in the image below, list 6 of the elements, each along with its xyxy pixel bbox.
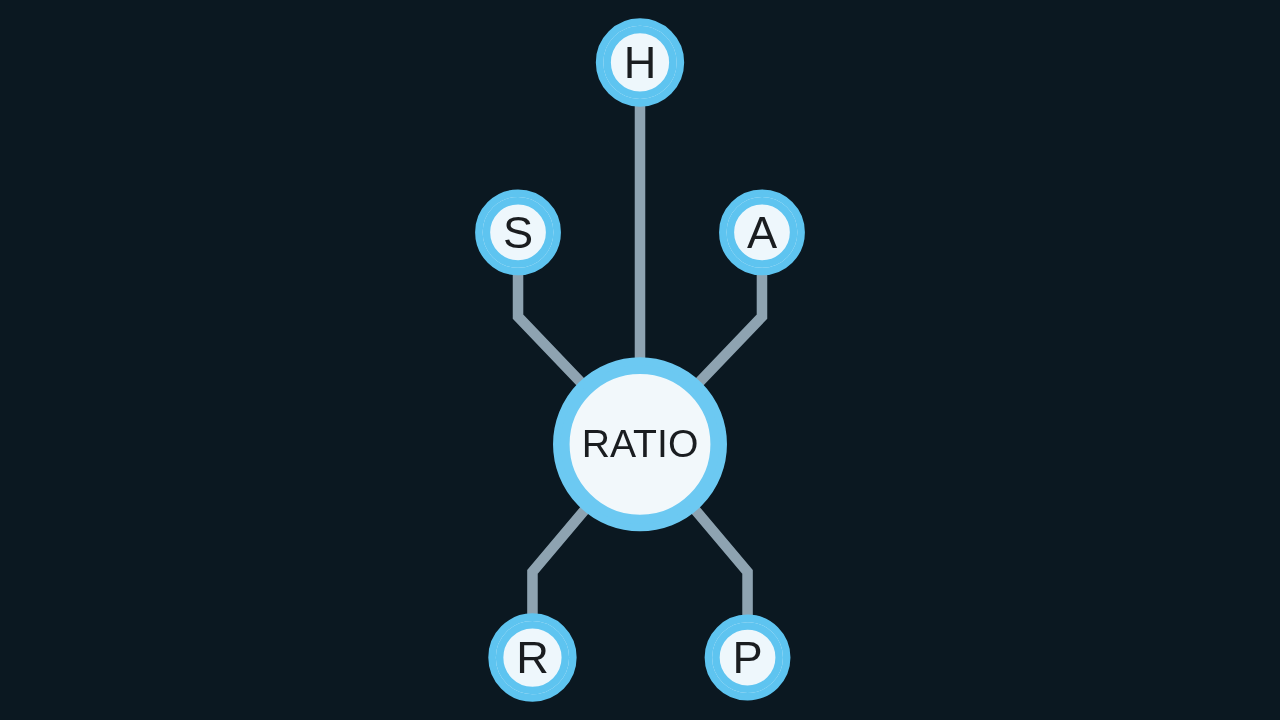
node-circle: S <box>475 189 561 276</box>
node-circle: P <box>704 614 791 701</box>
node-circle: R <box>488 613 577 702</box>
node-circle: RATIO <box>553 357 727 532</box>
node-circle: A <box>719 189 805 276</box>
node-circle: H <box>595 18 685 107</box>
